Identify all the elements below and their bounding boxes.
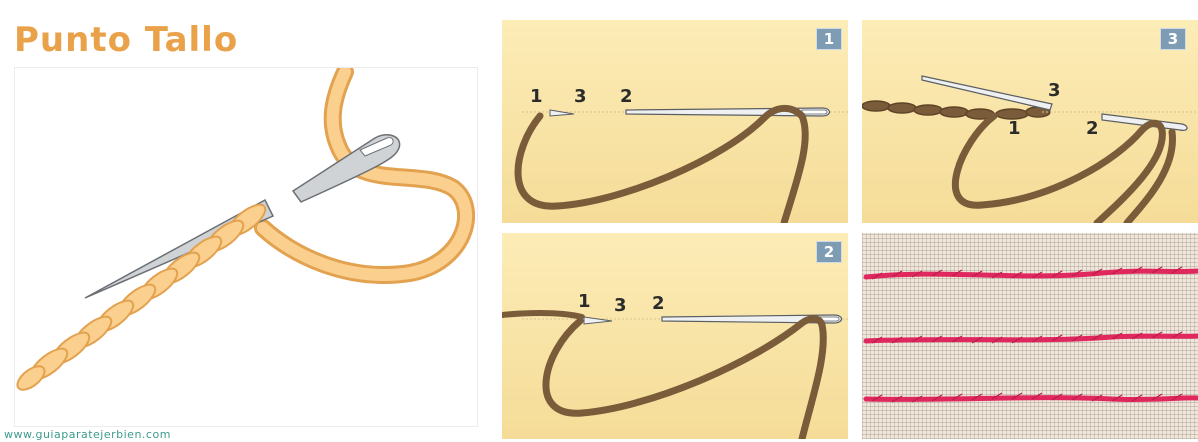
step-number-badge: 3 <box>1160 28 1186 50</box>
step-number-badge: 1 <box>816 28 842 50</box>
stem-stitch-row <box>866 271 1198 277</box>
point-label: 1 <box>578 291 591 312</box>
point-label: 3 <box>574 86 587 107</box>
point-label: 1 <box>1008 118 1021 139</box>
website-credit: www.guiaparatejerbien.com <box>4 428 171 441</box>
twisted-rope <box>15 199 270 394</box>
point-label: 3 <box>614 295 627 316</box>
stem-stitch-illustration <box>14 67 478 427</box>
step-number-badge: 2 <box>816 241 842 263</box>
page-title: Punto Tallo <box>14 20 238 60</box>
step-1-panel: 1 1 3 2 <box>502 20 848 223</box>
thread-icon <box>502 313 582 317</box>
step-2-panel: 2 1 3 2 <box>502 233 848 439</box>
step-3-panel: 3 3 1 2 <box>862 20 1198 223</box>
point-label: 1 <box>530 86 543 107</box>
point-label: 2 <box>652 293 665 314</box>
point-label: 2 <box>620 86 633 107</box>
main-illustration-panel: Punto Tallo <box>0 0 490 442</box>
point-label: 3 <box>1048 80 1061 101</box>
thread-icon <box>518 108 802 206</box>
point-label: 2 <box>1086 118 1099 139</box>
fabric-result-panel <box>862 233 1198 439</box>
stem-stitch-icon <box>15 68 477 426</box>
